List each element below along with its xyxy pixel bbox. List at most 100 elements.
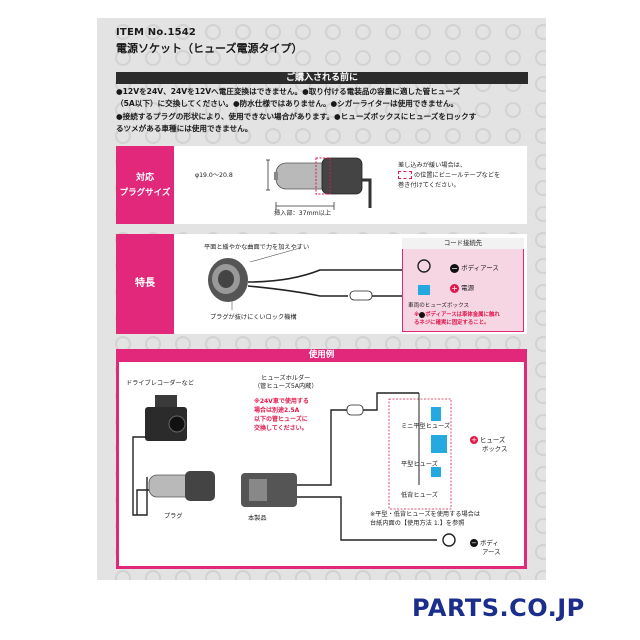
pattern-circle bbox=[325, 570, 341, 580]
body-earth-line: アース bbox=[482, 548, 501, 556]
pattern-circle bbox=[115, 102, 131, 118]
pattern-circle bbox=[445, 50, 461, 66]
minus-icon: − bbox=[450, 263, 459, 273]
pattern-circle bbox=[535, 180, 546, 196]
terminal-icons bbox=[417, 259, 431, 295]
pattern-circle bbox=[205, 24, 221, 40]
dashed-marker-icon bbox=[398, 171, 412, 179]
notice-line: るツメがある車種には使用できません。 bbox=[116, 123, 253, 133]
pattern-circle bbox=[235, 102, 251, 118]
pattern-circle bbox=[205, 102, 221, 118]
warning-line: るネジに確実に固定すること。 bbox=[414, 320, 490, 326]
pattern-circle bbox=[535, 414, 546, 430]
fuse-box-line: ボックス bbox=[482, 445, 508, 453]
notice-line: （5A以下）に交換してください。●防水仕様ではありません。●シガーライターは使用… bbox=[116, 99, 459, 109]
pattern-circle bbox=[145, 50, 161, 66]
parts-logo: PARTS.CO.JP bbox=[412, 594, 585, 622]
pattern-circle bbox=[535, 102, 546, 118]
pattern-circle bbox=[175, 24, 191, 40]
pattern-circle bbox=[115, 128, 131, 144]
pattern-circle bbox=[385, 128, 401, 144]
pattern-circle bbox=[535, 24, 546, 40]
fuse-usage-note: ※平型・低背ヒューズを使用する場合は 台紙内面の【使用方法 1.】を参照 bbox=[370, 510, 480, 528]
pattern-circle bbox=[265, 102, 281, 118]
pattern-circle bbox=[535, 128, 546, 144]
usage-panel bbox=[116, 349, 527, 569]
fuse-note-line: 台紙内面の【使用方法 1.】を参照 bbox=[370, 520, 465, 527]
power-row: + 電源 bbox=[450, 282, 474, 293]
usage-heading: 使用例 bbox=[116, 349, 527, 362]
pattern-circle bbox=[235, 50, 251, 66]
pattern-circle bbox=[325, 128, 341, 144]
plus-icon: + bbox=[470, 436, 478, 444]
pattern-circle bbox=[505, 24, 521, 40]
plug-note-line: 差し込みが緩い場合は、 bbox=[398, 162, 467, 169]
notice-line: ●12Vを24V、24Vを12Vへ電圧変換はできません。●取り付ける電装品の容量… bbox=[116, 87, 461, 96]
surface-note: 平面と緩やかな曲面で力を加えやすい bbox=[204, 244, 310, 251]
pattern-circle bbox=[505, 570, 521, 580]
plug-size-label-line: 対応 bbox=[135, 173, 154, 183]
pattern-circle bbox=[445, 128, 461, 144]
pattern-circle bbox=[295, 128, 311, 144]
fuse-holder-line: ヒューズホルダー bbox=[261, 375, 311, 382]
pattern-circle bbox=[265, 570, 281, 580]
pattern-circle bbox=[475, 102, 491, 118]
fuse-note-line: ※平型・低背ヒューズを使用する場合は bbox=[370, 511, 481, 518]
fuse-box-target: + ヒューズ ボックス bbox=[470, 436, 507, 454]
usage-diagram bbox=[132, 392, 456, 547]
pattern-circle bbox=[205, 50, 221, 66]
pattern-circle bbox=[385, 24, 401, 40]
pattern-circle bbox=[115, 24, 131, 40]
pattern-circle bbox=[535, 232, 546, 248]
pattern-circle bbox=[115, 570, 131, 580]
pattern-circle bbox=[475, 50, 491, 66]
body-earth-row: − ボディアース bbox=[450, 262, 499, 273]
body-earth-line: ボディ bbox=[480, 539, 499, 547]
minus-icon: − bbox=[470, 539, 478, 547]
pattern-circle bbox=[295, 50, 311, 66]
pattern-circle bbox=[175, 128, 191, 144]
pattern-circle bbox=[415, 24, 431, 40]
pattern-circle bbox=[535, 518, 546, 534]
pattern-circle bbox=[355, 24, 371, 40]
plug-size-note: 差し込みが緩い場合は、 の位置にビニールテープなどを 巻き付けてください。 bbox=[398, 161, 500, 191]
notice-heading: ご購入される前に bbox=[116, 72, 528, 84]
flat-fuse-label: 平型ヒューズ bbox=[401, 461, 438, 468]
pattern-circle bbox=[325, 24, 341, 40]
warning-line: 以下の管ヒューズに bbox=[254, 416, 308, 423]
lock-note: プラグが抜けにくいロック機構 bbox=[210, 314, 297, 321]
pattern-circle bbox=[535, 76, 546, 92]
pattern-circle bbox=[535, 466, 546, 482]
pattern-circle bbox=[415, 50, 431, 66]
plug-note-line: の位置にビニールテープなどを bbox=[413, 172, 501, 179]
pattern-circle bbox=[265, 50, 281, 66]
fuse-box-line: ヒューズ bbox=[480, 436, 506, 444]
minus-dot-icon bbox=[419, 311, 426, 318]
pattern-circle bbox=[535, 50, 546, 66]
pattern-circle bbox=[175, 50, 191, 66]
power-label: 電源 bbox=[461, 284, 475, 292]
dashcam-label: ドライブレコーダーなど bbox=[126, 380, 195, 387]
features-label: 特長 bbox=[116, 234, 174, 334]
pattern-circle bbox=[535, 258, 546, 274]
mini-fuse-label: ミニ平型ヒューズ bbox=[401, 423, 451, 430]
pattern-circle bbox=[535, 284, 546, 300]
pattern-circle bbox=[145, 570, 161, 580]
pattern-circle bbox=[505, 102, 521, 118]
plug-size-label-line: プラグサイズ bbox=[119, 188, 171, 198]
pattern-circle bbox=[535, 440, 546, 456]
plus-icon: + bbox=[450, 283, 459, 293]
insert-length: 挿入部：37mm以上 bbox=[274, 210, 332, 217]
body-earth-target: − ボディ アース bbox=[470, 539, 500, 557]
pattern-circle bbox=[445, 24, 461, 40]
earth-warning: ※ボディアースは車体金属に触れ るネジに確実に固定すること。 bbox=[414, 311, 500, 327]
pattern-circle bbox=[175, 102, 191, 118]
pattern-circle bbox=[205, 128, 221, 144]
pattern-circle bbox=[145, 24, 161, 40]
pattern-circle bbox=[535, 154, 546, 170]
fuse-holder-line: （管ヒューズ5A内蔵） bbox=[254, 383, 318, 390]
plug-diameter: φ19.0～20.8 bbox=[195, 172, 233, 179]
pattern-circle bbox=[325, 102, 341, 118]
pattern-circle bbox=[385, 570, 401, 580]
pattern-circle bbox=[475, 24, 491, 40]
